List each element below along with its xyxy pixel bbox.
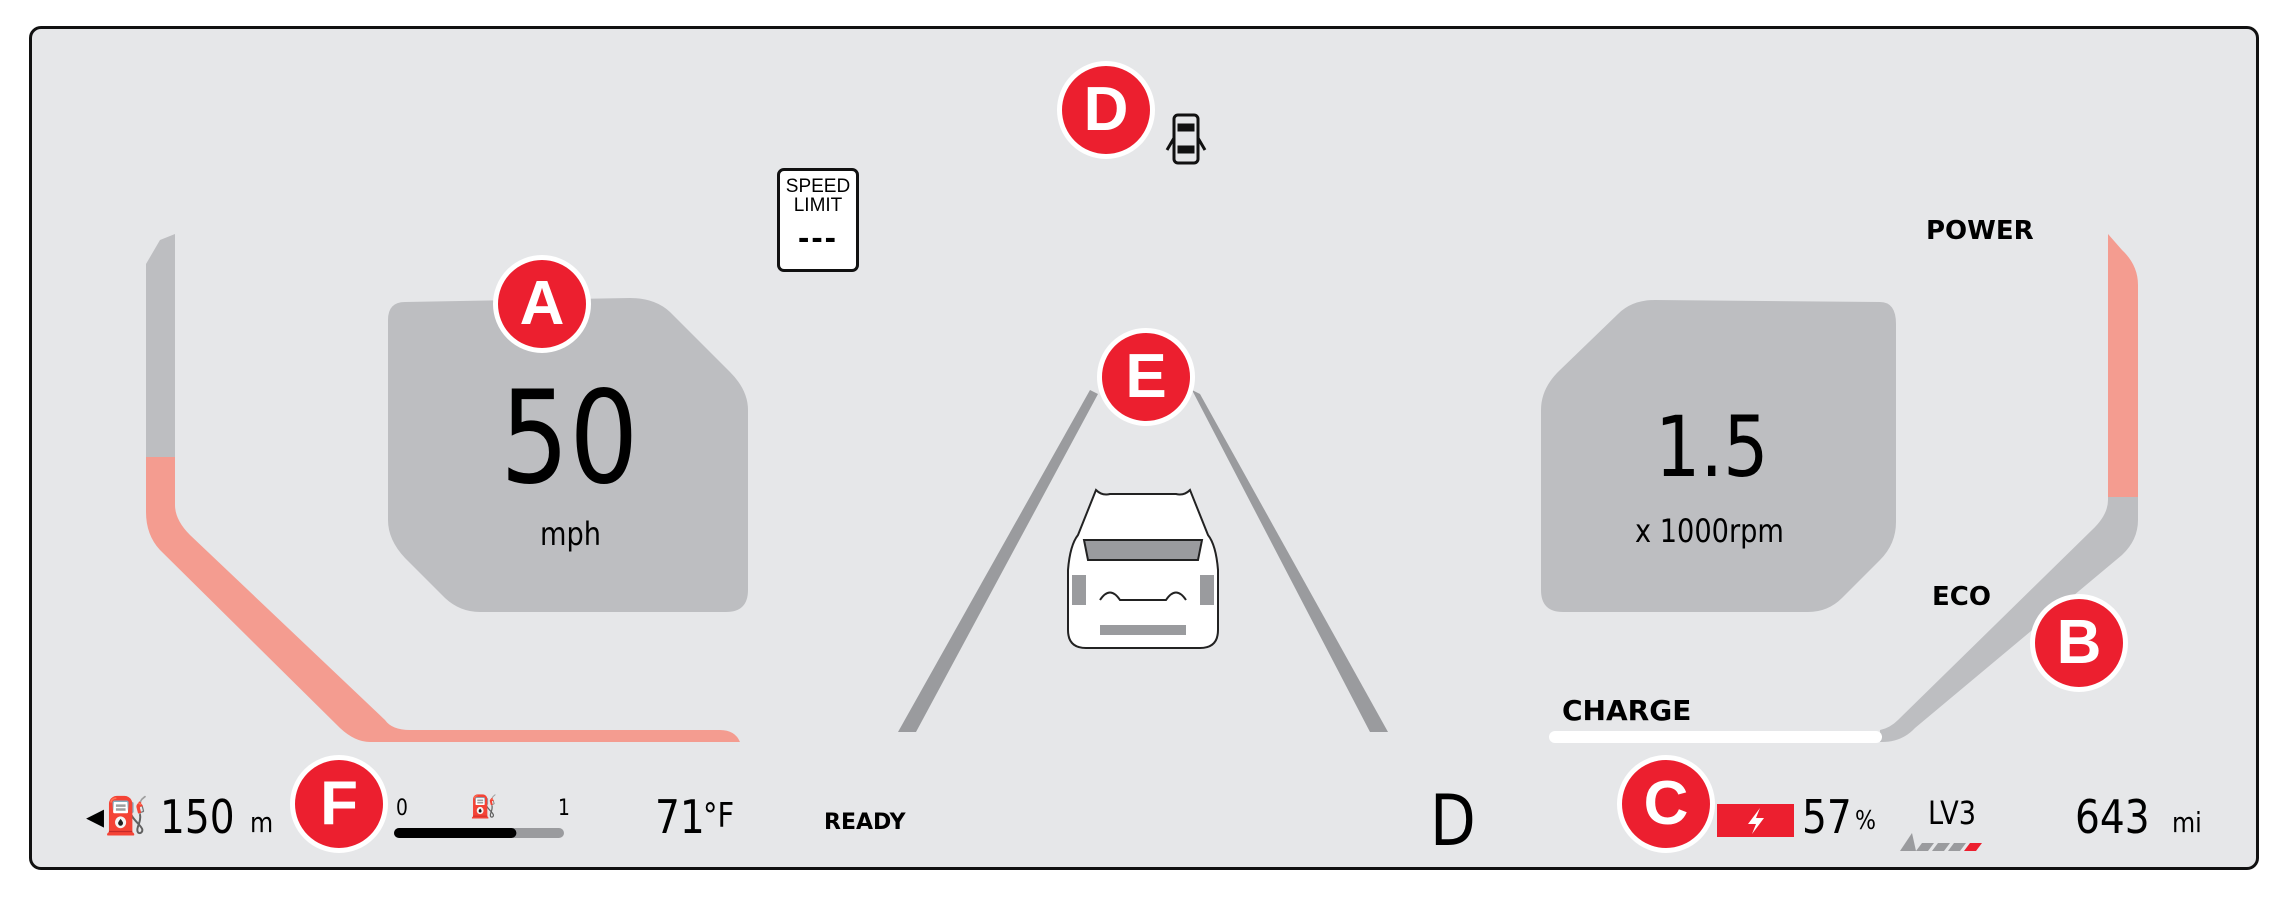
speed-bar-grey bbox=[146, 234, 175, 457]
regen-segment bbox=[1964, 843, 1982, 851]
speed-limit-line1: SPEED bbox=[785, 176, 851, 197]
charge-bar bbox=[1549, 731, 1882, 743]
battery-percent-unit: % bbox=[1855, 806, 1877, 836]
callout-c: C bbox=[1617, 755, 1715, 853]
power-label: POWER bbox=[1926, 216, 2034, 246]
speed-value: 50 bbox=[500, 364, 639, 513]
fuel-range-value: 150 bbox=[160, 790, 235, 844]
ready-status: READY bbox=[824, 810, 906, 835]
lightning-icon bbox=[1748, 808, 1764, 834]
fuel-range-unit: m bbox=[250, 806, 274, 839]
rpm-value: 1.5 bbox=[1655, 398, 1769, 496]
door-open-icon bbox=[1165, 113, 1207, 165]
speed-limit-value: --- bbox=[798, 219, 838, 257]
speed-bar-fill bbox=[146, 457, 740, 742]
fuel-gauge-max: 1 bbox=[558, 796, 570, 821]
car-rear-icon bbox=[1067, 488, 1219, 649]
callout-e: E bbox=[1097, 328, 1195, 426]
ev-range-unit: mi bbox=[2172, 806, 2202, 839]
gear-indicator: D bbox=[1430, 780, 1476, 862]
temperature-value: 71 bbox=[655, 790, 705, 844]
power-bar-grey bbox=[1880, 497, 2138, 742]
battery-percent: 57 bbox=[1802, 790, 1852, 844]
lane-line-left bbox=[898, 390, 1098, 732]
regen-level-bars bbox=[1900, 833, 1982, 851]
speed-box bbox=[388, 298, 748, 612]
regen-segment bbox=[1948, 843, 1966, 851]
fuel-gauge-min: 0 bbox=[396, 796, 408, 821]
regen-segment bbox=[1932, 843, 1950, 851]
ev-range-value: 643 bbox=[2075, 790, 2150, 844]
speed-limit-line2: LIMIT bbox=[793, 195, 843, 216]
temperature-unit: °F bbox=[703, 796, 735, 836]
fuel-station-icon: ◂⛽ bbox=[86, 795, 149, 836]
speed-limit-sign: SPEED LIMIT --- bbox=[777, 168, 859, 272]
eco-label: ECO bbox=[1932, 582, 1991, 612]
callout-f: F bbox=[290, 755, 388, 853]
rpm-unit: x 1000rpm bbox=[1635, 512, 1784, 550]
regen-segment bbox=[1916, 843, 1934, 851]
power-bar-fill bbox=[2108, 234, 2138, 497]
regen-level-label: LV3 bbox=[1928, 794, 1977, 832]
speed-unit: mph bbox=[540, 515, 602, 553]
charge-label: CHARGE bbox=[1562, 694, 1692, 727]
rpm-box bbox=[1541, 300, 1896, 612]
fuel-gauge-icon: ⛽ bbox=[470, 794, 498, 819]
fuel-gauge-fill bbox=[394, 828, 517, 838]
callout-d: D bbox=[1057, 61, 1155, 159]
callout-b: B bbox=[2030, 594, 2128, 692]
callout-a: A bbox=[493, 255, 591, 353]
lane-line-right bbox=[1192, 390, 1388, 732]
